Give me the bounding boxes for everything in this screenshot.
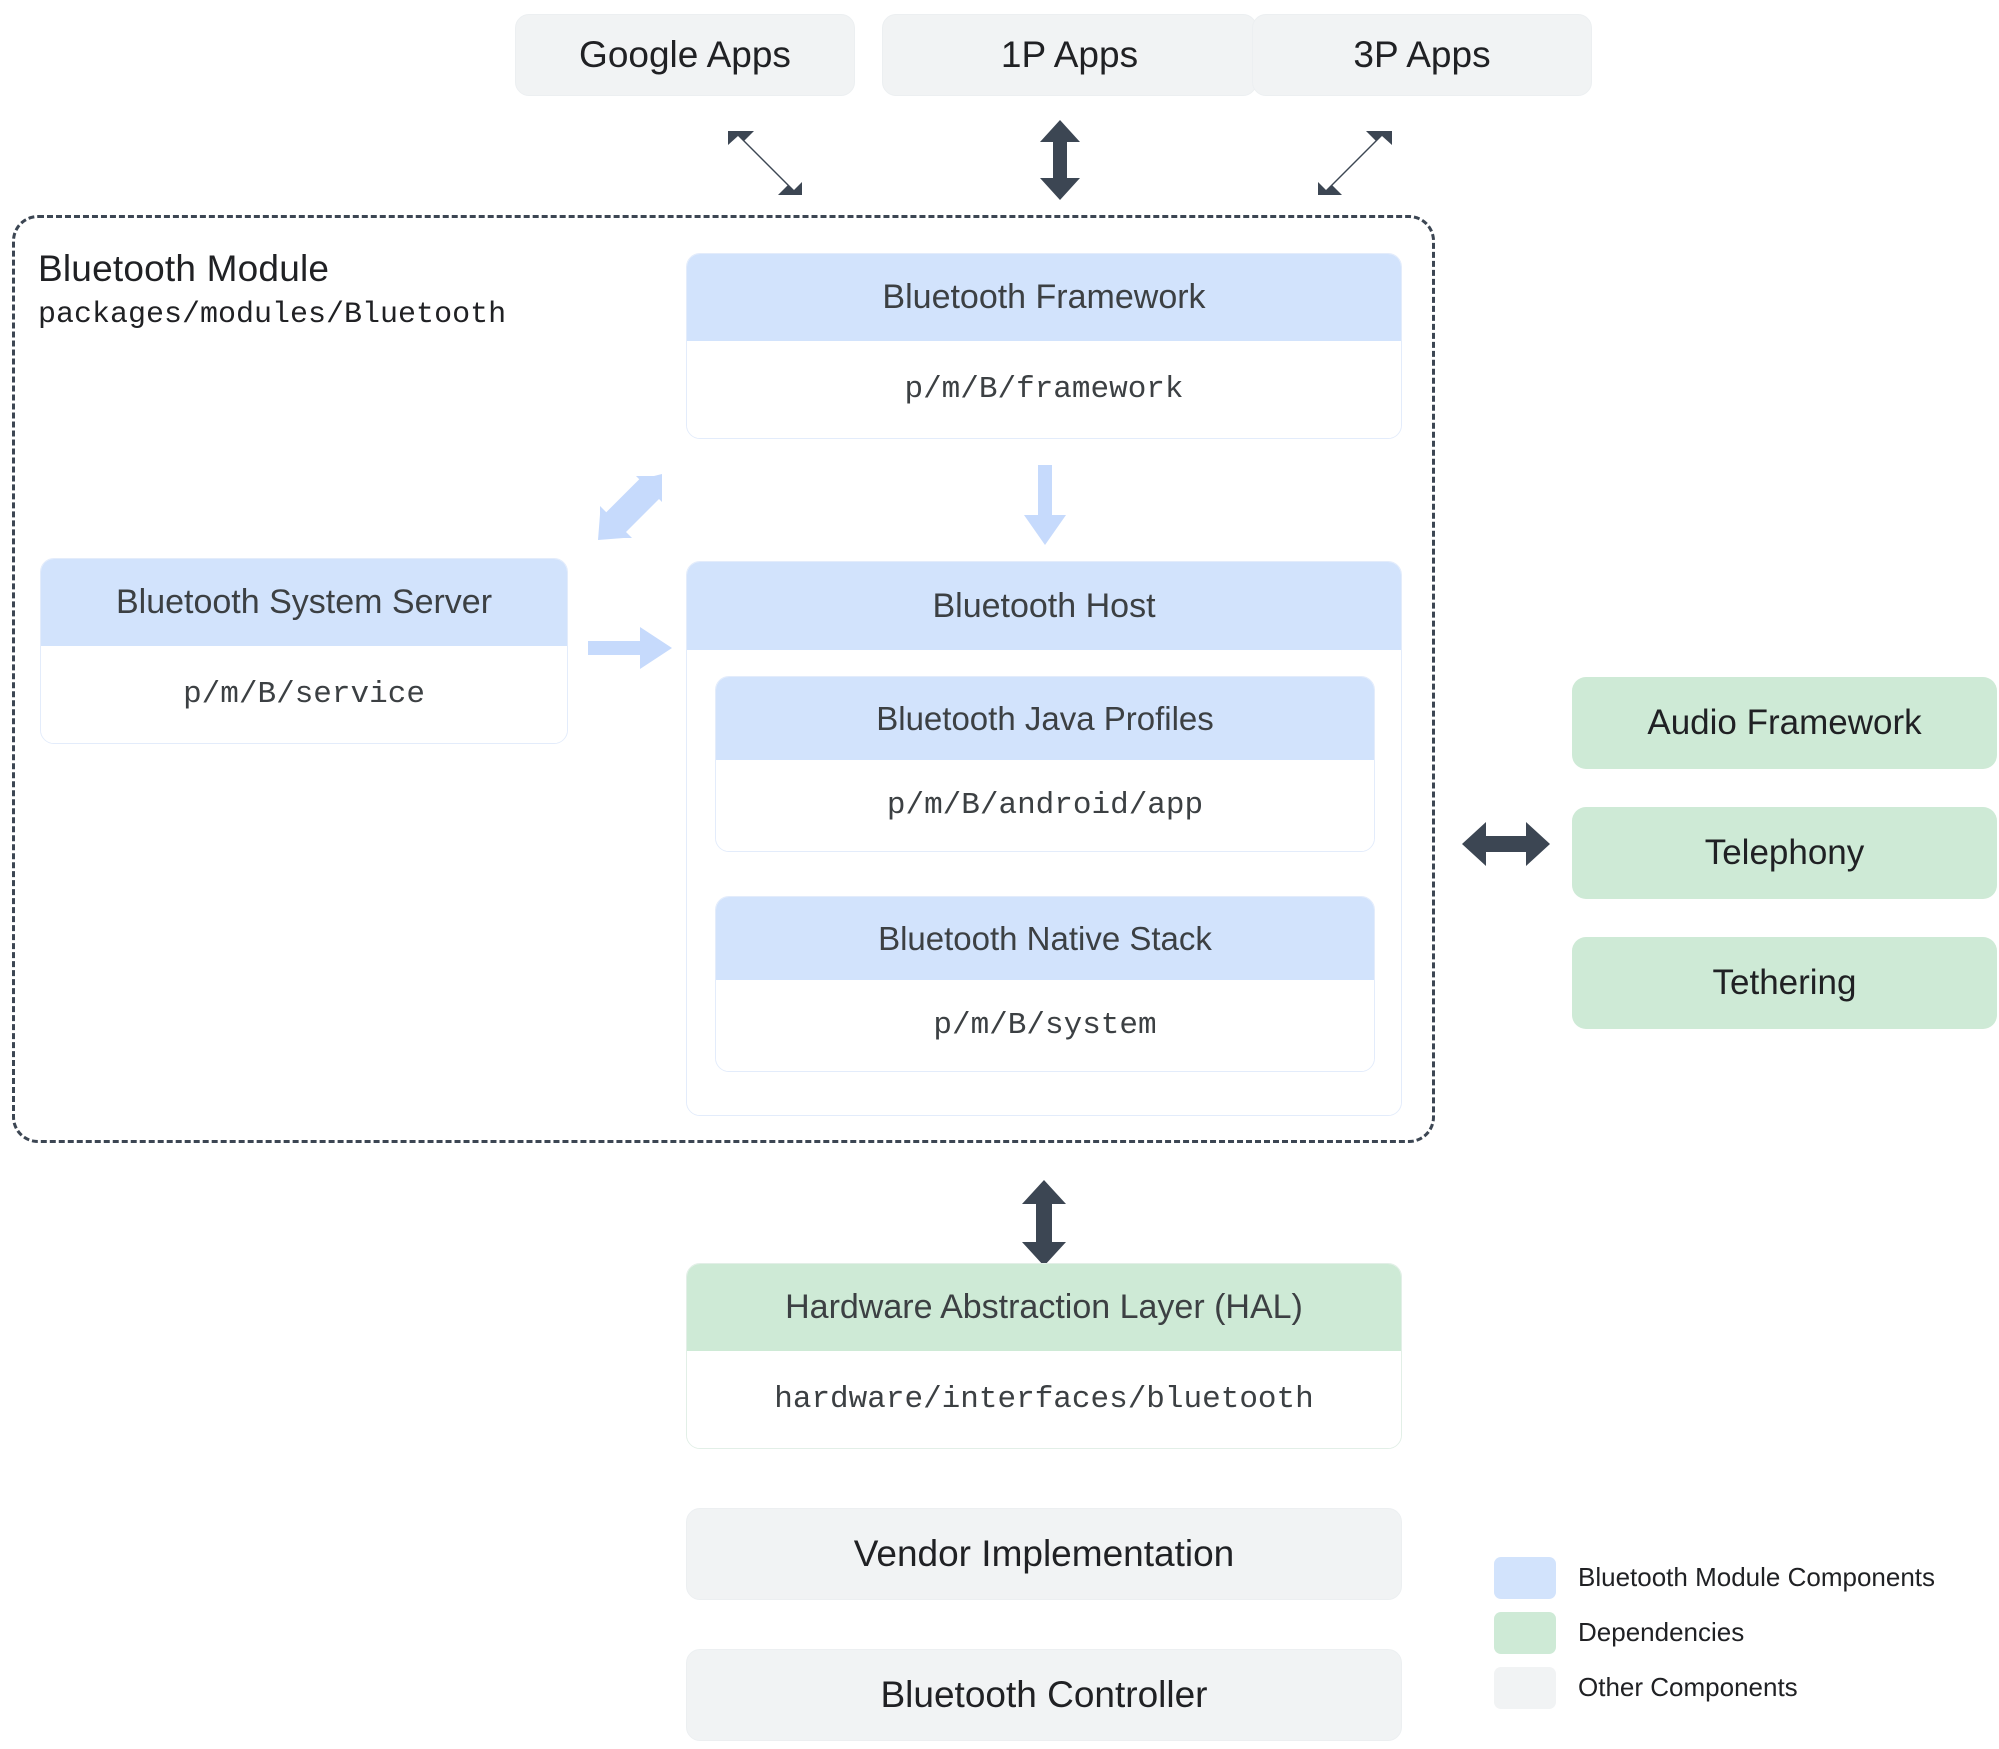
- legend-swatch-other: [1494, 1666, 1556, 1709]
- hal-title-row: Hardware Abstraction Layer (HAL): [687, 1264, 1401, 1352]
- bluetooth-host-card[interactable]: Bluetooth Host Bluetooth Java Profiles p…: [686, 561, 1402, 1116]
- bluetooth-native-stack-card[interactable]: Bluetooth Native Stack p/m/B/system: [715, 896, 1375, 1072]
- bluetooth-host-body: Bluetooth Java Profiles p/m/B/android/ap…: [687, 650, 1401, 1115]
- google-apps-to-module-arrow: [728, 131, 802, 195]
- legend-item-dependencies: Dependencies: [1494, 1605, 1964, 1660]
- 1p-apps-to-module-arrow: [1040, 120, 1080, 200]
- bluetooth-java-profiles-title-row: Bluetooth Java Profiles: [716, 677, 1374, 761]
- legend-label-module: Bluetooth Module Components: [1578, 1562, 1936, 1592]
- bluetooth-system-server-card[interactable]: Bluetooth System Server p/m/B/service: [40, 558, 568, 744]
- hal-title: Hardware Abstraction Layer (HAL): [785, 1288, 1303, 1327]
- bluetooth-framework-path: p/m/B/framework: [904, 372, 1184, 408]
- bluetooth-native-stack-path-row: p/m/B/system: [716, 980, 1374, 1071]
- bluetooth-java-profiles-path: p/m/B/android/app: [886, 788, 1204, 824]
- bluetooth-framework-title-row: Bluetooth Framework: [687, 254, 1401, 342]
- bluetooth-native-stack-title-row: Bluetooth Native Stack: [716, 897, 1374, 981]
- bluetooth-host-title: Bluetooth Host: [932, 586, 1156, 625]
- bluetooth-java-profiles-title: Bluetooth Java Profiles: [876, 699, 1214, 737]
- vendor-implementation-box[interactable]: Vendor Implementation: [686, 1508, 1402, 1600]
- module-to-hal-arrow: [1022, 1180, 1066, 1266]
- host-to-dependencies-arrow: [1462, 822, 1550, 866]
- audio-framework-box[interactable]: Audio Framework: [1572, 677, 1997, 769]
- bluetooth-system-server-title-row: Bluetooth System Server: [41, 559, 567, 647]
- audio-framework-label: Audio Framework: [1647, 703, 1922, 742]
- legend: Bluetooth Module Components Dependencies…: [1494, 1550, 1964, 1715]
- bluetooth-java-profiles-card[interactable]: Bluetooth Java Profiles p/m/B/android/ap…: [715, 676, 1375, 852]
- telephony-label: Telephony: [1704, 833, 1865, 872]
- bluetooth-system-server-path-row: p/m/B/service: [41, 646, 567, 743]
- tethering-label: Tethering: [1712, 963, 1857, 1002]
- system-server-to-host-arrow: [588, 627, 672, 669]
- bluetooth-native-stack-title: Bluetooth Native Stack: [878, 919, 1212, 957]
- legend-label-dependencies: Dependencies: [1578, 1617, 1745, 1647]
- bluetooth-controller-label: Bluetooth Controller: [880, 1674, 1208, 1715]
- bluetooth-native-stack-path: p/m/B/system: [933, 1008, 1157, 1044]
- legend-label-other: Other Components: [1578, 1672, 1798, 1702]
- 1p-apps-box[interactable]: 1P Apps: [882, 14, 1257, 96]
- 3p-apps-label: 3P Apps: [1353, 34, 1491, 75]
- hal-card[interactable]: Hardware Abstraction Layer (HAL) hardwar…: [686, 1263, 1402, 1449]
- legend-swatch-dependencies: [1494, 1611, 1556, 1654]
- bluetooth-framework-path-row: p/m/B/framework: [687, 341, 1401, 438]
- framework-to-system-server-arrow: [598, 474, 662, 540]
- 3p-apps-box[interactable]: 3P Apps: [1252, 14, 1592, 96]
- bluetooth-module-container: [12, 215, 1435, 1143]
- legend-item-other: Other Components: [1494, 1660, 1964, 1715]
- vendor-implementation-label: Vendor Implementation: [853, 1533, 1235, 1574]
- google-apps-box[interactable]: Google Apps: [515, 14, 855, 96]
- framework-to-host-arrow: [1024, 465, 1066, 545]
- hal-path-row: hardware/interfaces/bluetooth: [687, 1351, 1401, 1448]
- legend-swatch-module: [1494, 1556, 1556, 1599]
- bluetooth-java-profiles-path-row: p/m/B/android/app: [716, 760, 1374, 851]
- bluetooth-system-server-title: Bluetooth System Server: [115, 583, 493, 622]
- 3p-apps-to-module-arrow: [1318, 131, 1392, 195]
- bluetooth-framework-card[interactable]: Bluetooth Framework p/m/B/framework: [686, 253, 1402, 439]
- google-apps-label: Google Apps: [579, 34, 791, 75]
- legend-item-module: Bluetooth Module Components: [1494, 1550, 1964, 1605]
- telephony-box[interactable]: Telephony: [1572, 807, 1997, 899]
- bluetooth-framework-title: Bluetooth Framework: [882, 278, 1206, 317]
- bluetooth-system-server-path: p/m/B/service: [183, 677, 425, 713]
- bluetooth-module-path: packages/modules/Bluetooth: [38, 298, 507, 332]
- bluetooth-module-title: Bluetooth Module: [38, 248, 330, 289]
- tethering-box[interactable]: Tethering: [1572, 937, 1997, 1029]
- bluetooth-controller-box[interactable]: Bluetooth Controller: [686, 1649, 1402, 1741]
- bluetooth-host-title-row: Bluetooth Host: [687, 562, 1401, 650]
- hal-path: hardware/interfaces/bluetooth: [774, 1382, 1314, 1418]
- 1p-apps-label: 1P Apps: [1000, 34, 1139, 75]
